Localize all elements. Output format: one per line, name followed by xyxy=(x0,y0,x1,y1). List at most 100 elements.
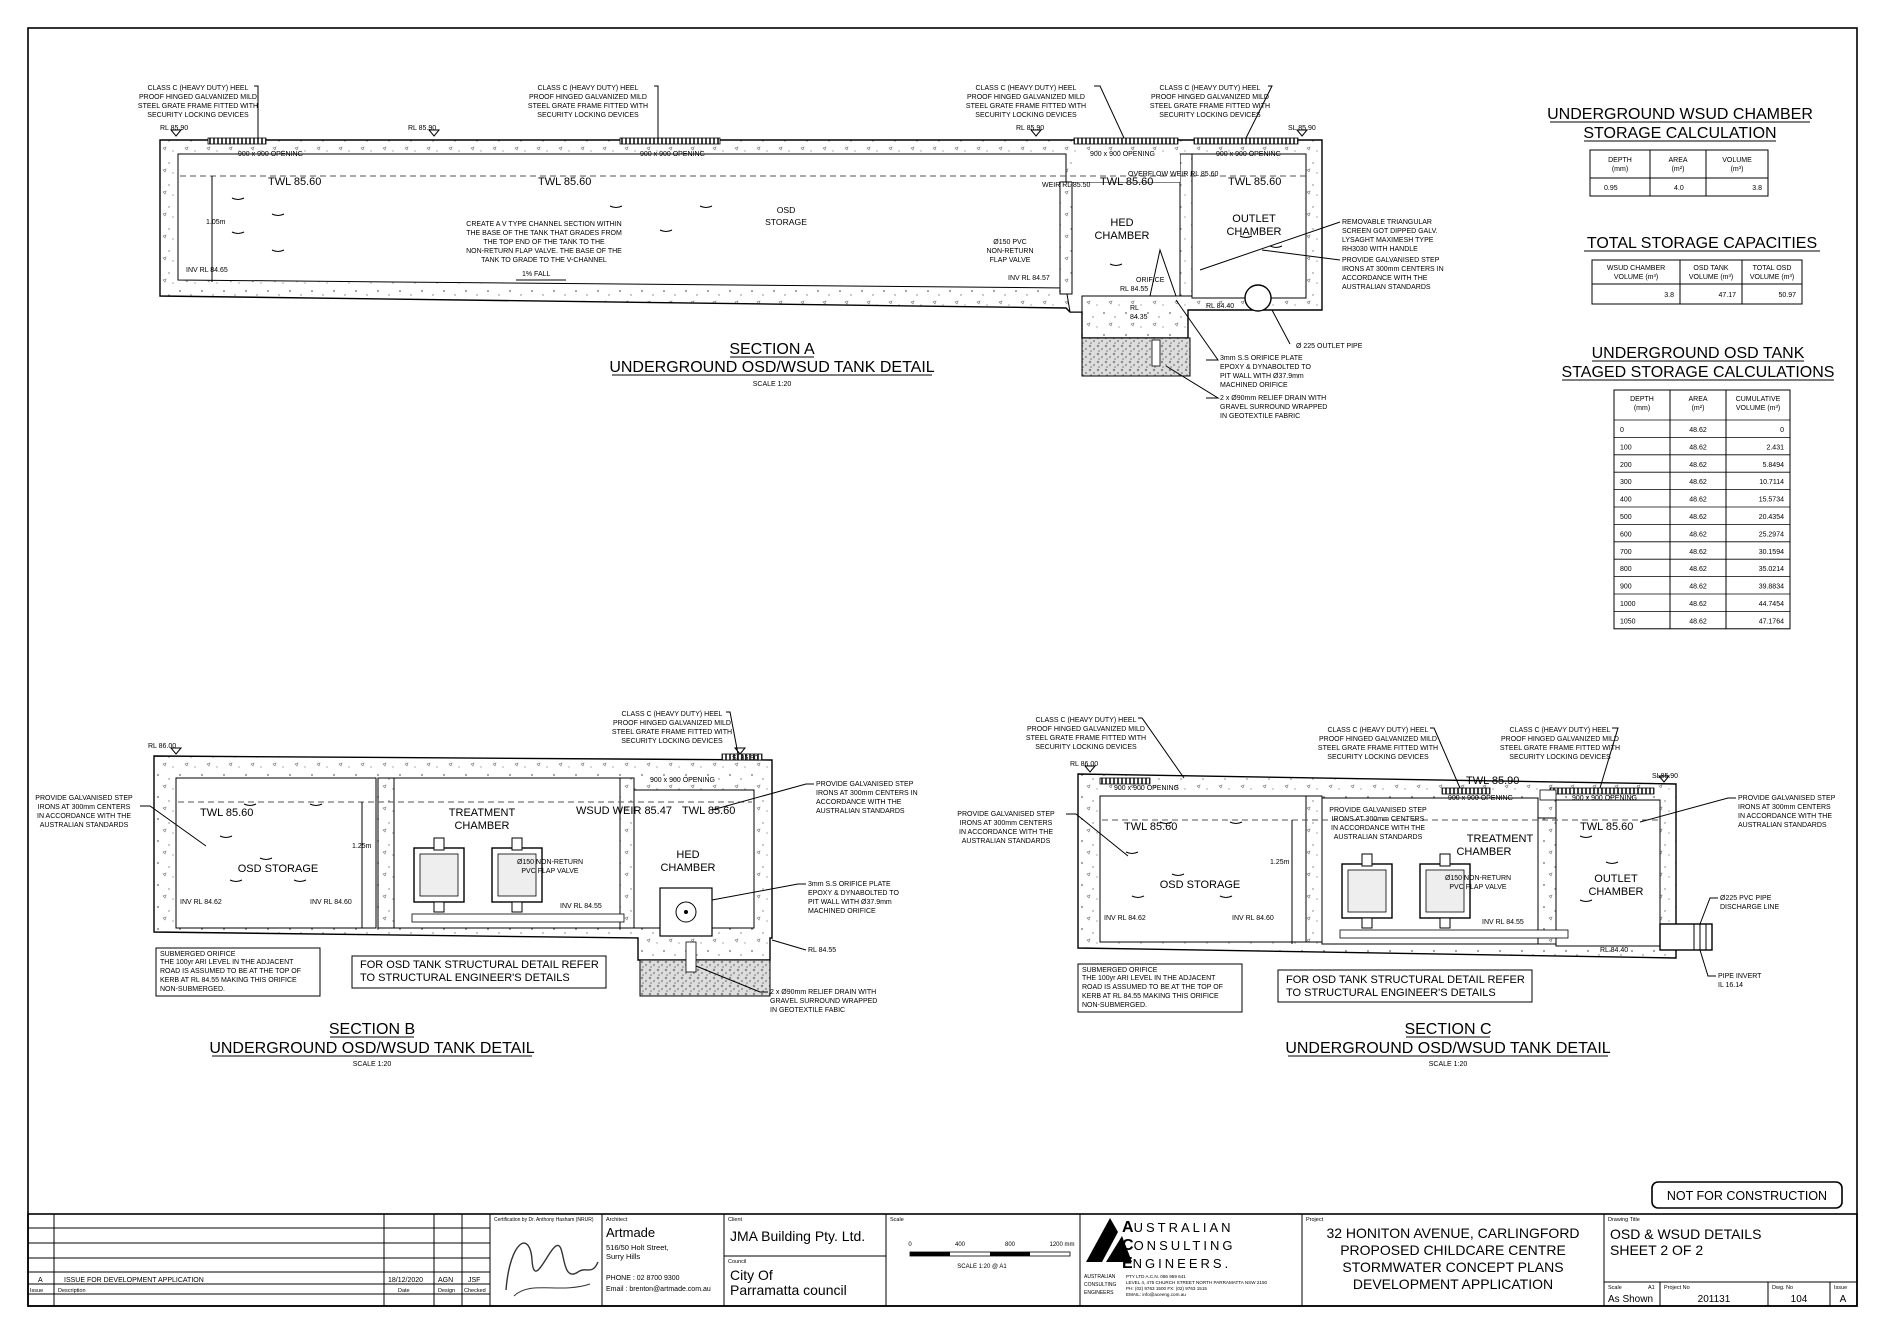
sec-a-channel-l4: NON-RETURN FLAP VALVE. THE BASE OF THE xyxy=(466,248,622,255)
total-h3-l1: TOTAL OSD xyxy=(1753,265,1792,272)
sec-c-invert-l2: IL 16.14 xyxy=(1718,982,1743,989)
rev-checked: JSF xyxy=(468,1277,480,1284)
staged-cell-9-2: 39.8834 xyxy=(1759,584,1784,591)
sec-b-hed-l1: HED xyxy=(676,849,699,861)
sec-b-wsud-weir: WSUD WEIR 85.47 xyxy=(576,805,672,817)
sec-a-rl8435-l2: 84.35 xyxy=(1130,314,1148,321)
sec-a-plate-l1: 3mm S.S ORIFICE PLATE xyxy=(1220,355,1303,362)
sec-b-grate-l2: PROOF HINGED GALVANIZED MILD xyxy=(613,720,731,727)
sec-c-grate-3-l4: SECURITY LOCKING DEVICES xyxy=(1509,754,1611,761)
staged-cell-0-0: 0 xyxy=(1620,427,1624,434)
staged-cell-5-0: 500 xyxy=(1620,514,1632,521)
sec-c-inv-2: INV RL 84.60 xyxy=(1232,915,1274,922)
scale-value: As Shown xyxy=(1608,1294,1653,1305)
sec-a-weir: WEIR RL 85.50 xyxy=(1042,182,1090,189)
sec-a-orifice-l2: RL 84.55 xyxy=(1120,286,1148,293)
sec-b-step-left-l2: IRONS AT 300mm CENTERS xyxy=(38,804,131,811)
sec-b-flap-l1: Ø150 NON-RETURN xyxy=(517,859,583,866)
company-line-3: NGINEERS. xyxy=(1133,1256,1232,1271)
sec-b-sl: SL85.90 xyxy=(732,755,758,762)
total-h2-l2: VOLUME (m³) xyxy=(1689,274,1733,281)
sec-a-fall: 1% FALL xyxy=(522,271,551,278)
total-all: 50.97 xyxy=(1778,292,1796,299)
staged-cell-1-1: 48.62 xyxy=(1689,444,1707,451)
company-detail-1: PTY LTD A.C.N. 086 959 641 xyxy=(1126,1274,1186,1279)
section-a: RL 85.90 RL 85.90 RL 85.90 SL 85.90 CLAS… xyxy=(138,85,1444,420)
sec-c-inv-1: INV RL 84.62 xyxy=(1104,915,1146,922)
sec-b-inv-3: INV RL 84.55 xyxy=(560,903,602,910)
staged-cell-3-0: 300 xyxy=(1620,479,1632,486)
sec-a-opening-3: 900 x 900 OPENING xyxy=(1090,151,1155,158)
sec-a-grate-note-2-l2: PROOF HINGED GALVANIZED MILD xyxy=(529,94,647,101)
sec-c-pvc-l1: Ø225 PVC PIPE xyxy=(1720,895,1772,902)
wsud-h1-l1: DEPTH xyxy=(1608,157,1632,164)
sec-a-flap-l3: FLAP VALVE xyxy=(990,257,1031,264)
sec-a-sl: SL 85.90 xyxy=(1288,125,1316,132)
sec-b-plate-l1: 3mm S.S ORIFICE PLATE xyxy=(808,881,891,888)
sec-c-submerged-l3: KERB AT RL 84.55 MAKING THIS ORIFICE xyxy=(1082,993,1219,1000)
sec-c-twl-1: TWL 85.60 xyxy=(1124,821,1177,833)
sec-b-subtitle: UNDERGROUND OSD/WSUD TANK DETAIL xyxy=(209,1040,534,1057)
sec-a-step-l3: ACCORDANCE WITH THE xyxy=(1342,275,1428,282)
sec-c-scale: SCALE 1:20 xyxy=(1429,1061,1468,1068)
sec-c-flap-l1: Ø150 NON-RETURN xyxy=(1445,875,1511,882)
sec-c-structural-l1: FOR OSD TANK STRUCTURAL DETAIL REFER xyxy=(1286,974,1525,986)
sec-a-flap-l1: Ø150 PVC xyxy=(993,239,1026,246)
sec-a-relief-l2: GRAVEL SURROUND WRAPPED xyxy=(1220,404,1327,411)
sec-a-relief-l1: 2 x Ø90mm RELIEF DRAIN WITH xyxy=(1220,395,1326,402)
sec-b-step-left-l1: PROVIDE GALVANISED STEP xyxy=(35,795,133,802)
svg-text:516/50 Holt Street,Surry Hills: 516/50 Holt Street,Surry Hills xyxy=(606,1243,669,1261)
staged-cell-2-2: 5.8494 xyxy=(1763,462,1785,469)
project-no: 201131 xyxy=(1698,1294,1731,1305)
scale-tick-0: 0 xyxy=(908,1242,912,1248)
sec-a-grate-note-2-l3: STEEL GRATE FRAME FITTED WITH xyxy=(528,103,648,110)
sec-c-twl-2: TWL 85.60 xyxy=(1580,821,1633,833)
staged-header-2-1: VOLUME (m³) xyxy=(1736,405,1780,412)
sec-a-grate-note-4-l3: STEEL GRATE FRAME FITTED WITH xyxy=(1150,103,1270,110)
sec-a-grate-note-3-l4: SECURITY LOCKING DEVICES xyxy=(975,112,1077,119)
staged-cell-5-2: 20.4354 xyxy=(1759,514,1784,521)
sec-b-treatment-l1: TREATMENT xyxy=(449,807,516,819)
sec-a-rl-1: RL 85.90 xyxy=(160,125,188,132)
sec-a-grate-note-1-l2: PROOF HINGED GALVANIZED MILD xyxy=(139,94,257,101)
scale-text: SCALE 1:20 @ A1 xyxy=(957,1264,1007,1270)
company-initial-c: C xyxy=(1122,1237,1134,1254)
sec-a-inv-left: INV RL 84.65 xyxy=(186,267,228,274)
sec-b-submerged-l2: ROAD IS ASSUMED TO BE AT THE TOP OF xyxy=(160,968,301,975)
sec-c-step-mid-l2: IRONS AT 300mm CENTERS xyxy=(1332,816,1425,823)
sec-a-subtitle: UNDERGROUND OSD/WSUD TANK DETAIL xyxy=(609,359,934,376)
staged-cell-4-2: 15.5734 xyxy=(1759,497,1784,504)
sec-c-structural-l2: TO STRUCTURAL ENGINEER'S DETAILS xyxy=(1286,987,1496,999)
wsud-h2-l2: (m²) xyxy=(1672,166,1685,173)
sec-c-invert-l1: PIPE INVERT xyxy=(1718,973,1762,980)
rev-date: 18/12/2020 xyxy=(388,1277,423,1284)
sec-c-grate-1-l4: SECURITY LOCKING DEVICES xyxy=(1035,744,1137,751)
company-side-1: AUSTRALIAN xyxy=(1084,1274,1116,1280)
dwg-no-label: Dwg. No xyxy=(1772,1285,1793,1291)
sec-c-outlet-l2: CHAMBER xyxy=(1588,886,1643,898)
wsud-volume: 3.8 xyxy=(1752,185,1762,192)
certification: Certification by Dr. Anthony Hasham (NRU… xyxy=(494,1217,594,1223)
sec-c-title: SECTION C xyxy=(1404,1021,1491,1038)
svg-text:THE 100yr ARI LEVEL IN THE ADJ: THE 100yr ARI LEVEL IN THE ADJACENTROAD … xyxy=(160,959,301,993)
architect-addr-2: Surry Hills xyxy=(606,1252,640,1261)
sec-c-step-left-l1: PROVIDE GALVANISED STEP xyxy=(957,811,1055,818)
scale-tick-2: 800 xyxy=(1005,1242,1016,1248)
sec-c-grate-2-l1: CLASS C (HEAVY DUTY) HEEL xyxy=(1328,727,1429,734)
company-line-2: ONSULTING xyxy=(1134,1238,1236,1253)
sec-c-treatment-l1: TREATMENT xyxy=(1467,833,1534,845)
